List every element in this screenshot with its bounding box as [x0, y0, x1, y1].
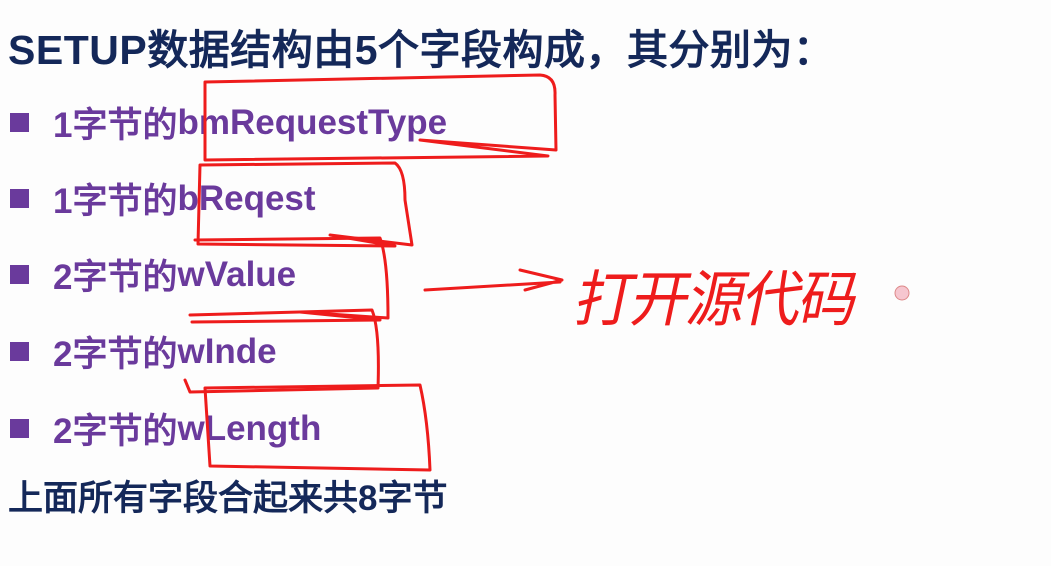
bullet-field: wValue — [177, 254, 297, 294]
cursor-avatar-icon — [894, 285, 910, 301]
summary-line: 上面所有字段合起来共8字节 — [8, 479, 448, 518]
bullet-prefix: 1字节的 — [53, 106, 178, 145]
square-bullet-icon — [10, 342, 29, 361]
bullet-prefix: 2字节的 — [53, 258, 178, 297]
bullet-field: wLength — [177, 408, 322, 448]
slide-title: SETUP数据结构由5个字段构成，其分别为： — [8, 27, 835, 73]
bullet-field: bReqest — [177, 178, 316, 218]
bullet-field: wInde — [177, 331, 277, 371]
square-bullet-icon — [10, 189, 29, 208]
bullet-prefix: 1字节的 — [53, 182, 178, 221]
handwritten-note: 打开源代码 — [569, 263, 865, 335]
bullet-field: bmRequestType — [177, 102, 448, 142]
bullet-prefix: 2字节的 — [53, 412, 178, 451]
square-bullet-icon — [10, 265, 29, 284]
ink-arrow — [423, 268, 564, 292]
bullet-prefix: 2字节的 — [53, 335, 178, 374]
square-bullet-icon — [10, 419, 29, 438]
square-bullet-icon — [10, 113, 29, 132]
